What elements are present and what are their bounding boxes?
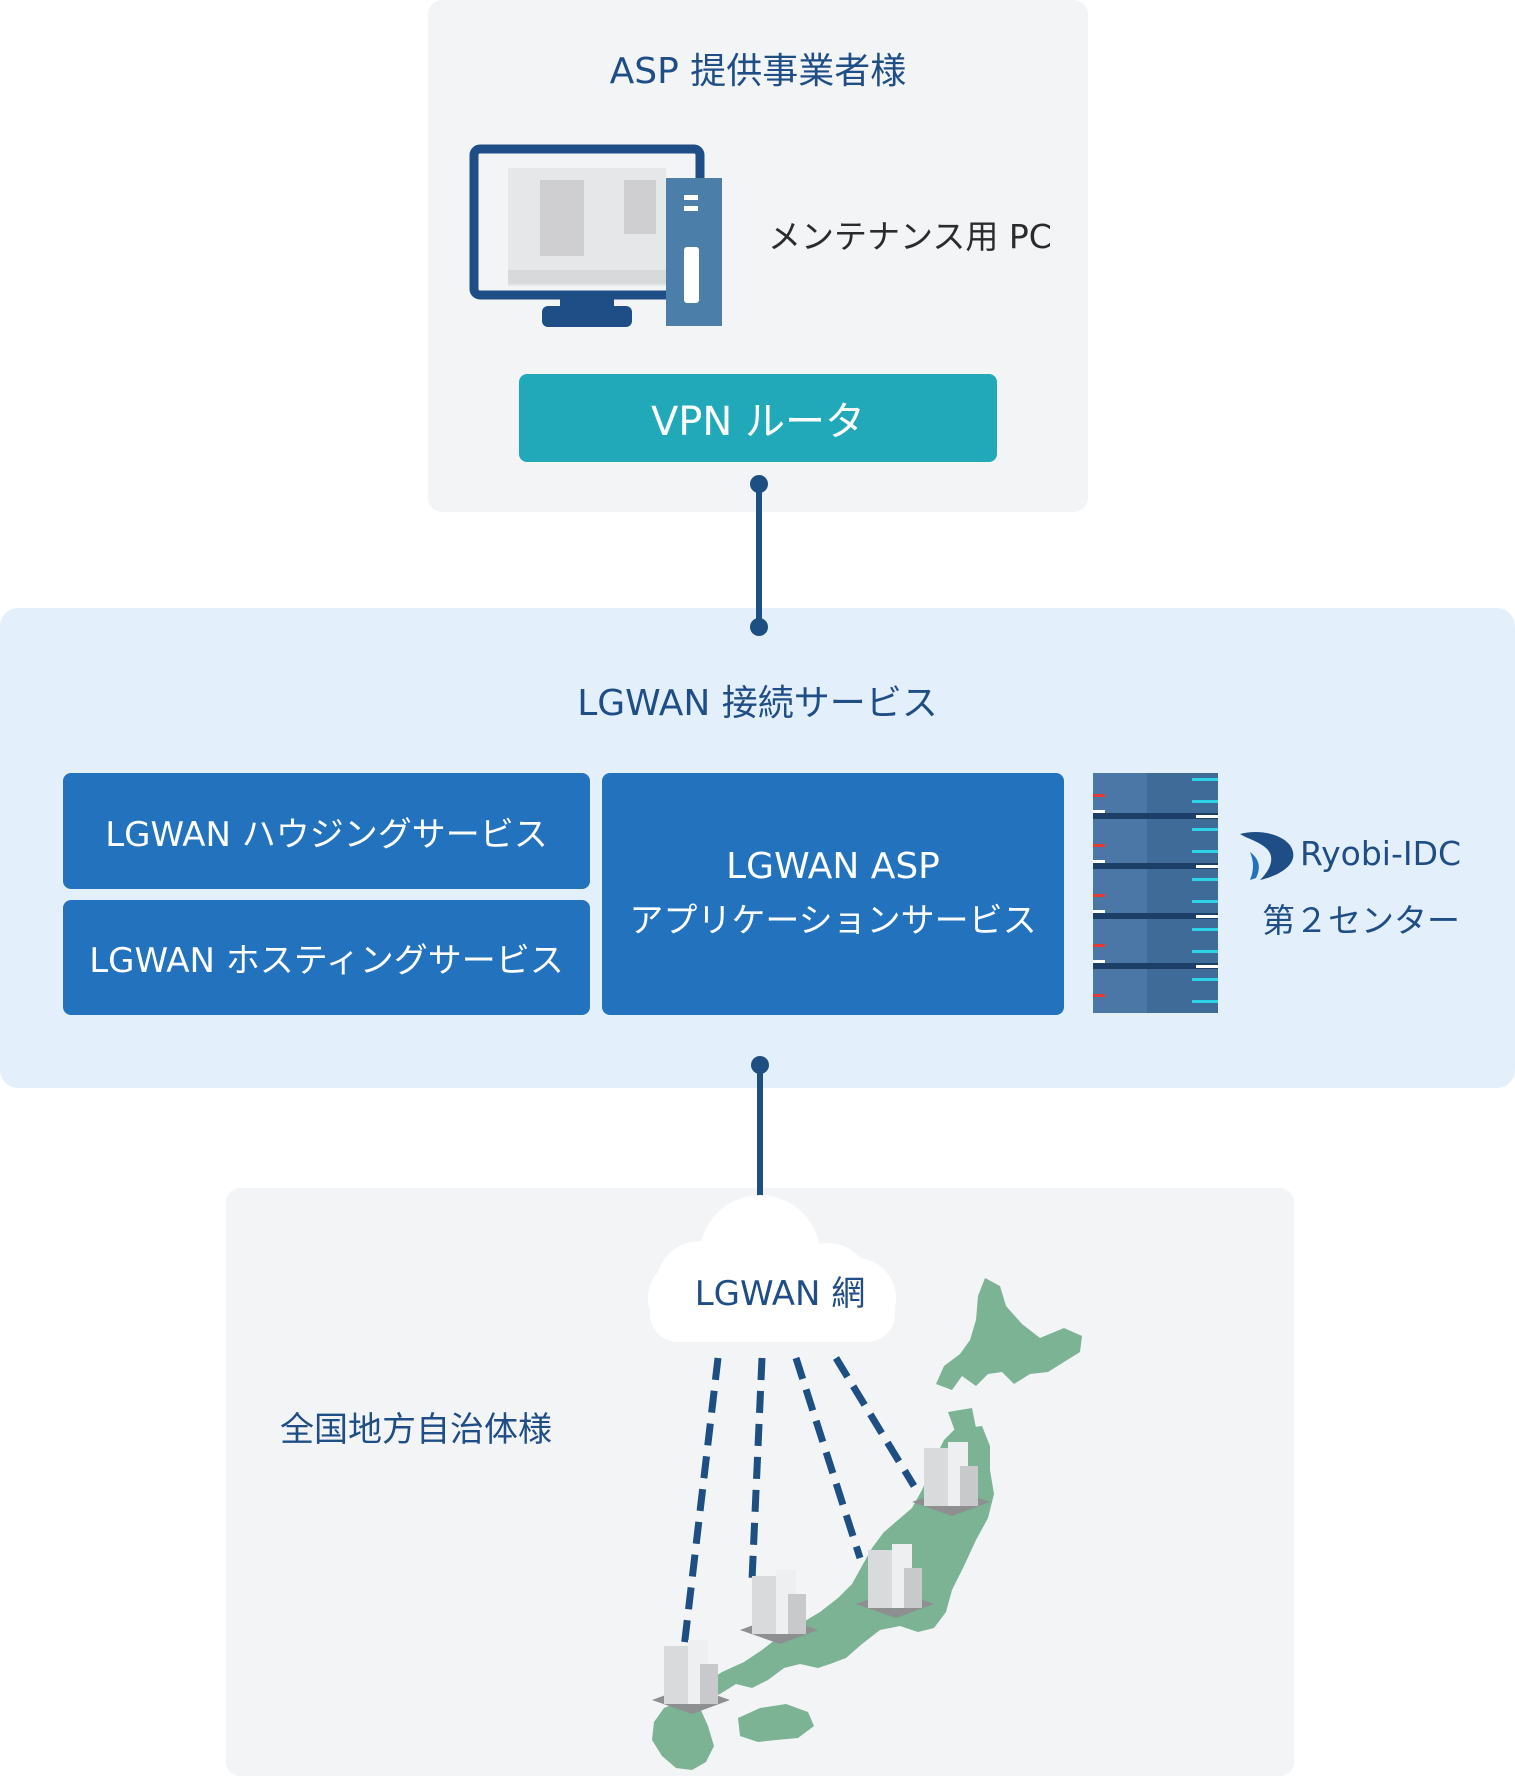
vpn-router-label: VPN ルータ bbox=[650, 399, 866, 445]
housing-service-box: LGWAN ハウジングサービス bbox=[63, 773, 590, 889]
housing-service-label: LGWAN ハウジングサービス bbox=[105, 814, 548, 855]
lgwan-network-label: LGWAN 網 bbox=[694, 1274, 866, 1314]
vpn-router-box: VPN ルータ bbox=[519, 374, 997, 462]
asp-application-line2: アプリケーションサービス bbox=[629, 901, 1037, 941]
datacenter-brand: Ryobi-IDC bbox=[1300, 834, 1462, 873]
datacenter-name: 第２センター bbox=[1262, 901, 1460, 940]
asp-application-box: LGWAN ASP アプリケーションサービス bbox=[602, 773, 1064, 1015]
hosting-service-label: LGWAN ホスティングサービス bbox=[89, 941, 564, 981]
lgwan-service-title: LGWAN 接続サービス bbox=[577, 683, 938, 724]
hosting-service-box: LGWAN ホスティングサービス bbox=[63, 900, 590, 1015]
asp-provider-title: ASP 提供事業者様 bbox=[609, 51, 907, 92]
municipalities-title: 全国地方自治体様 bbox=[280, 1410, 552, 1450]
maintenance-pc-label: メンテナンス用 PC bbox=[768, 217, 1052, 256]
asp-application-line1: LGWAN ASP bbox=[726, 846, 940, 887]
